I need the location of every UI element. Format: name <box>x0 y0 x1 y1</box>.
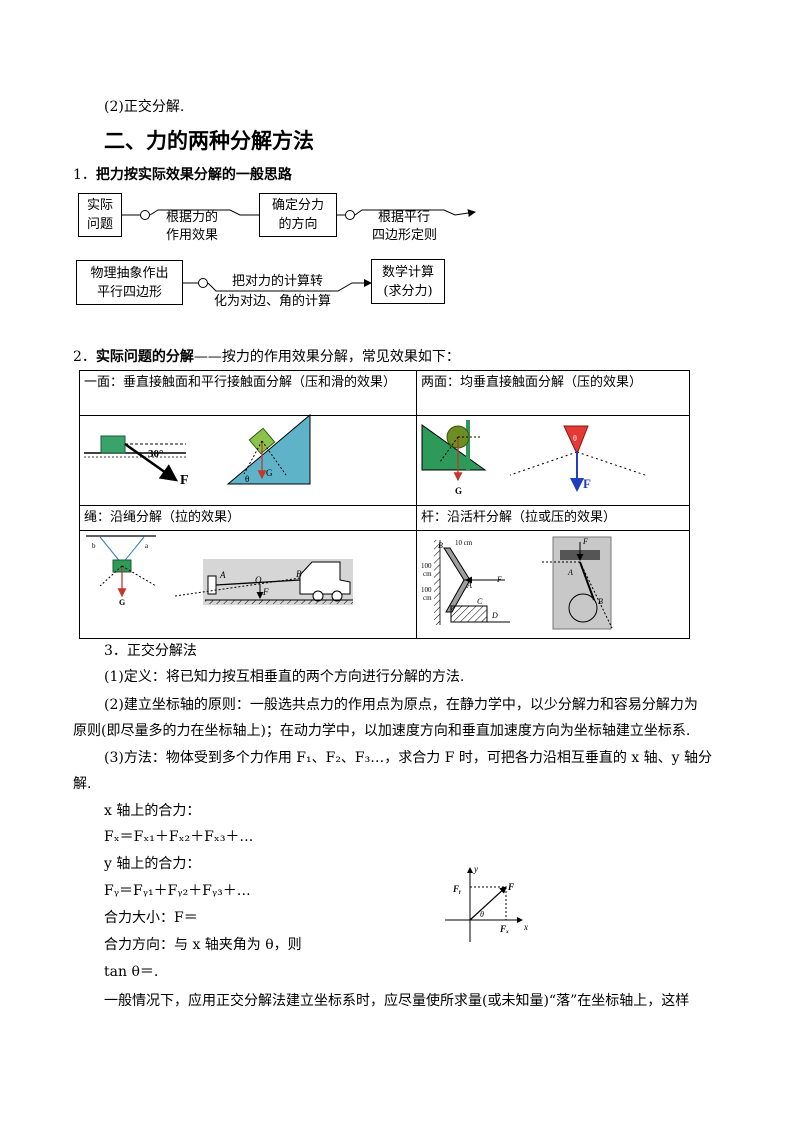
y-axis-label: y 轴上的合力： <box>104 856 201 872</box>
fig7-f-label: F <box>496 575 502 584</box>
ortho-definition: (1)定义：将已知力按互相垂直的两个方向进行分解的方法. <box>104 669 465 685</box>
case-cell-one-surface: 一面：垂直接触面和平行接触面分解（压和滑的效果） <box>79 370 417 416</box>
fig5-g-label: G <box>119 598 125 607</box>
connector-line-2b <box>354 209 476 217</box>
fig7-dim-label: 10 cm <box>455 539 473 547</box>
fig-block-on-incline: G θ <box>226 413 311 485</box>
section-title: 二、力的两种分解方法 <box>104 129 314 153</box>
connector-node-3 <box>198 278 208 288</box>
axes-fy-label: Fᵧ <box>452 884 462 894</box>
closing-paragraph: 一般情况下，应用正交分解法建立坐标系时，应尽量使所求量(或未知量)“落”在坐标轴… <box>104 993 690 1009</box>
fig7-cma-label: cm <box>423 570 432 578</box>
flow-label-convert: 把对力的计算转 化为对边、角的计算 <box>214 274 332 309</box>
flow-box-direction: 确定分力的方向 <box>259 193 337 237</box>
ortho-principle-line1: (2)建立坐标轴的原则：一般选共点力的作用点为原点，在静力学中，以少分解力和容易… <box>104 697 698 713</box>
fig6-o-label: O <box>255 575 262 585</box>
fig6-a-label: A <box>219 570 226 580</box>
fx-equation: Fₓ＝Fₓ₁＋Fₓ₂＋Fₓ₃＋… <box>104 829 254 845</box>
resultant-vector <box>469 886 507 921</box>
x-axis-label: x 轴上的合力： <box>104 803 201 819</box>
fig7-b-label: B <box>438 541 443 550</box>
case-cell-two-surfaces: 两面：均垂直接触面分解（压的效果） <box>416 370 690 416</box>
fig-block-angled-force: 30° F <box>84 435 189 488</box>
fig6-f-label: F <box>262 587 269 597</box>
fig5-b-label: b <box>92 542 96 550</box>
fig-bent-rod: B 10 cm 100 cm 100 cm F A C D <box>421 539 510 625</box>
flow-heading-num: 1． <box>73 167 96 183</box>
flow-box-actual-problem: 实际问题 <box>78 193 122 237</box>
ortho-principle-line2: 原则(即尽量多的力在坐标轴上)；在动力学中，以加速度方向和垂直加速度方向为坐标轴… <box>73 723 691 739</box>
fig1-force-label: F <box>180 473 189 488</box>
case-cell-rope: 绳：沿绳分解（拉的效果） <box>79 505 417 531</box>
flow-box-math: 数学计算(求分力) <box>371 259 445 304</box>
flow-label-effect: 根据力的 作用效果 <box>166 210 219 243</box>
ortho-heading: 3．正交分解法 <box>104 643 197 659</box>
fig-wedge-force: θ F <box>509 425 649 492</box>
case-figure-cell-1 <box>79 415 417 506</box>
fig5-a-label: a <box>145 542 149 550</box>
fig8-b-label: B <box>598 597 603 606</box>
fig-truck-rope: A O F B <box>174 559 353 605</box>
fig6-b-label: B <box>296 569 302 579</box>
intro-line: (2)正交分解. <box>104 99 185 115</box>
flow-connectors <box>121 209 476 292</box>
case-figures: 30° F G θ G θ F b <box>84 413 649 630</box>
fig2-theta-label: θ <box>245 474 249 484</box>
connector-line-1b <box>149 209 259 216</box>
fig4-force-label: F <box>583 476 591 491</box>
fig7-a-label: A <box>466 581 472 590</box>
flow-heading: 1．把力按实际效果分解的一般思路 <box>73 164 292 184</box>
fig7-100a-label: 100 <box>421 562 432 570</box>
connector-node-2 <box>345 210 355 220</box>
fig-ball-two-surfaces: G <box>421 420 487 496</box>
axes-y-label: y <box>473 864 478 874</box>
fig8-a-label: A <box>567 568 573 577</box>
axes-diagram: y x Fᵧ F θ Fₓ <box>445 864 528 942</box>
fig3-g-label: G <box>455 486 462 496</box>
resultant-direction: 合力方向：与 x 轴夹角为 θ，则 <box>104 937 302 953</box>
fig7-100b-label: 100 <box>421 586 432 594</box>
resultant-magnitude: 合力大小：F＝ <box>104 910 198 926</box>
fig2-g-label: G <box>266 468 273 478</box>
cases-heading: 2．实际问题的分解——按力的作用效果分解，常见效果如下： <box>73 349 460 365</box>
fig7-cmb-label: cm <box>423 594 432 602</box>
ortho-method-line1: (3)方法：物体受到多个力作用 F₁、F₂、F₃…，求合力 F 时，可把各力沿相… <box>104 750 713 766</box>
tan-theta: tan θ＝. <box>104 964 159 980</box>
axes-f-label: F <box>507 882 514 892</box>
flow-heading-text: 把力按实际效果分解的一般思路 <box>95 167 292 183</box>
ortho-method-line2: 解. <box>73 776 92 792</box>
fy-equation: Fᵧ＝Fᵧ₁＋Fᵧ₂＋Fᵧ₃＋… <box>104 883 251 899</box>
fig4-theta-label: θ <box>573 434 577 443</box>
connector-line-3b <box>207 279 372 292</box>
fig-hanging-block: b a G <box>86 535 157 607</box>
axes-x-label: x <box>523 922 528 932</box>
fig1-angle-label: 30° <box>148 448 163 460</box>
flow-label-parallelogram: 根据平行 四边形定则 <box>372 210 438 243</box>
fig7-c-label: C <box>477 597 483 606</box>
fig8-f-label: F <box>582 537 588 546</box>
axes-theta-label: θ <box>480 910 484 919</box>
fig7-d-label: D <box>491 611 498 620</box>
fig-piston-crank: F A B <box>540 536 613 630</box>
flow-box-abstract: 物理抽象作出平行四边形 <box>76 260 183 305</box>
connector-node-1 <box>140 210 150 220</box>
axes-fx-label: Fₓ <box>499 924 509 934</box>
